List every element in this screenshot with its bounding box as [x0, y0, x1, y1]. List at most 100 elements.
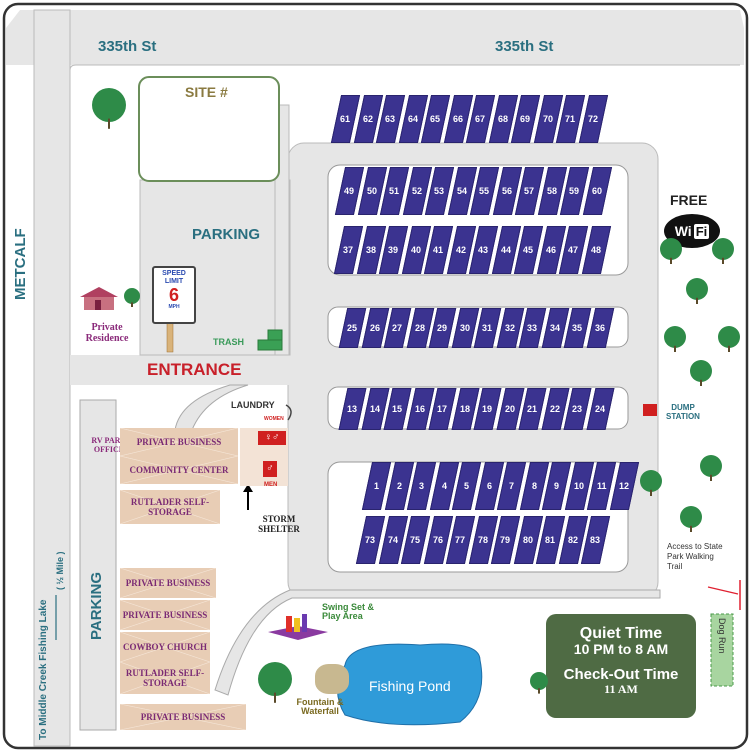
speed-limit-sign: SPEED LIMIT 6 MPH	[152, 266, 196, 324]
free-label: FREE	[670, 192, 708, 208]
rv-site-number: 82	[567, 535, 578, 545]
rv-site-number: 64	[407, 114, 418, 124]
tree-icon	[530, 672, 548, 699]
rv-site-number: 58	[546, 186, 557, 196]
rv-site-number: 28	[414, 323, 425, 333]
rv-site-number: 80	[522, 535, 533, 545]
site-number-box	[138, 76, 280, 182]
rv-site-number: 9	[553, 481, 559, 491]
trash-bin-icon	[258, 330, 282, 350]
rv-site-number: 60	[591, 186, 602, 196]
dog-run-area	[710, 613, 734, 687]
rv-site-number: 72	[587, 114, 598, 124]
tree-icon	[690, 360, 712, 391]
rv-site-number: 34	[549, 323, 560, 333]
rv-site-number: 27	[392, 323, 403, 333]
road-label-335th-west: 335th St	[98, 38, 157, 55]
dump-station-icon	[643, 404, 657, 416]
rv-site-number: 75	[410, 535, 421, 545]
wifi-text-right: Fi	[693, 223, 710, 239]
mens-restroom-icon: ♂	[263, 461, 277, 477]
rv-site-number: 1	[373, 481, 379, 491]
rv-site-number: 63	[385, 114, 396, 124]
rv-site-number: 62	[362, 114, 373, 124]
rv-site-number: 70	[542, 114, 553, 124]
rv-site-number: 73	[365, 535, 376, 545]
speed-sign-top: SPEED	[162, 270, 186, 277]
tree-icon	[718, 326, 740, 357]
trash-label: TRASH	[213, 337, 244, 347]
parking-label-left: PARKING	[88, 571, 105, 640]
quiet-time-hours: 10 PM to 8 AM	[573, 641, 669, 657]
tree-icon	[700, 455, 722, 486]
entrance-label: ENTRANCE	[147, 360, 242, 379]
womens-restroom-icon: ♀♂	[258, 431, 286, 445]
rv-site-number: 78	[477, 535, 488, 545]
building-private-business-2: PRIVATE BUSINESS	[120, 568, 216, 598]
rv-site-number: 54	[456, 186, 467, 196]
rv-site-number: 11	[596, 481, 607, 491]
tree-icon	[124, 288, 140, 312]
road-metcalf	[33, 9, 71, 747]
rv-site-number: 21	[527, 404, 538, 414]
checkout-time-hour: 11 AM	[604, 682, 638, 696]
building-community-center: COMMUNITY CENTER	[120, 456, 238, 484]
quiet-time-sign: Quiet Time 10 PM to 8 AM Check-Out Time …	[546, 614, 696, 718]
private-residence-label: Private Residence	[85, 322, 129, 344]
fishing-pond	[337, 643, 483, 726]
rv-site-number: 19	[482, 404, 493, 414]
rv-site-number: 71	[565, 114, 576, 124]
rv-site-number: 61	[340, 114, 351, 124]
rv-site-number: 13	[347, 404, 358, 414]
rv-site-number: 39	[388, 245, 399, 255]
building-private-business-1: PRIVATE BUSINESS	[120, 428, 238, 456]
rv-site-number: 76	[432, 535, 443, 545]
playground-icon	[268, 612, 328, 642]
rv-site-number: 43	[478, 245, 489, 255]
rv-site-number: 45	[523, 245, 534, 255]
rv-site-number: 77	[455, 535, 466, 545]
rv-site-number: 47	[568, 245, 579, 255]
rv-site-number: 32	[504, 323, 515, 333]
women-label: WOMEN	[264, 416, 284, 422]
rv-site-number: 42	[455, 245, 466, 255]
building-cowboy-church: COWBOY CHURCH	[120, 632, 210, 662]
laundry-label: LAUNDRY	[231, 400, 275, 410]
rv-site-number: 35	[572, 323, 583, 333]
men-label: MEN	[264, 482, 278, 488]
rv-site-number: 2	[396, 481, 402, 491]
fishing-lake-distance-label: ( ½ Mile )	[55, 551, 65, 590]
entrance-road	[70, 355, 290, 385]
trail-access-label: Access to State Park Walking Trail	[667, 542, 723, 571]
rv-site-number: 83	[590, 535, 601, 545]
rv-site-number: 20	[504, 404, 515, 414]
tree-icon	[92, 88, 126, 134]
rv-site-number: 53	[434, 186, 445, 196]
parking-label-top: PARKING	[192, 226, 261, 243]
rv-site-number: 26	[369, 323, 380, 333]
rv-site-number: 10	[573, 481, 584, 491]
road-335th	[6, 10, 744, 65]
fishing-pond-label: Fishing Pond	[369, 678, 451, 694]
swing-set-label: Swing Set & Play Area	[322, 602, 375, 621]
speed-sign-unit: MPH	[168, 304, 180, 310]
rv-site-number: 29	[437, 323, 448, 333]
rv-site-number: 38	[365, 245, 376, 255]
rv-site-number: 52	[411, 186, 422, 196]
rv-site-number: 22	[549, 404, 560, 414]
arrow-up-icon	[243, 484, 253, 510]
rv-site-number: 37	[343, 245, 354, 255]
rv-site-number: 25	[347, 323, 358, 333]
rv-site-number: 17	[437, 404, 448, 414]
rv-site-number: 67	[475, 114, 486, 124]
storm-shelter-label: STORM SHELTER	[258, 514, 300, 534]
parking-lot-left	[79, 399, 117, 731]
rv-site-number: 24	[594, 404, 605, 414]
road-label-335th-east: 335th St	[495, 38, 554, 55]
rv-site-number: 55	[479, 186, 490, 196]
rv-site-number: 65	[430, 114, 441, 124]
checkout-time-title: Check-Out Time	[563, 666, 679, 683]
fountain-label: Fountain & Waterfall	[296, 697, 344, 716]
rv-site-number: 44	[500, 245, 511, 255]
